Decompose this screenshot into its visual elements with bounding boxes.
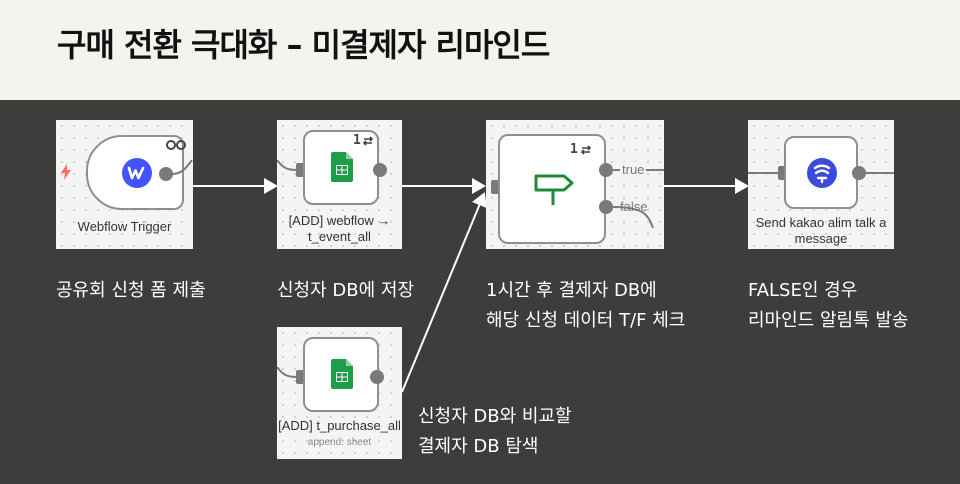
- connection-purchase-to-if: [401, 192, 487, 393]
- step3-description-line2: 해당 신청 데이터 T/F 체크: [486, 310, 686, 331]
- step1-description: 공유회 신청 폼 제출: [56, 280, 206, 301]
- step4-description-line1: FALSE인 경우: [748, 280, 858, 301]
- output-stub: [172, 160, 193, 175]
- sheet-event-output-port[interactable]: [373, 163, 387, 177]
- webflow-trigger-label: Webflow Trigger: [77, 219, 172, 234]
- sheet-purchase-input-port[interactable]: [296, 370, 304, 384]
- if-run-count: 1: [570, 142, 578, 157]
- if-true-label: true: [620, 162, 647, 177]
- kakao-node[interactable]: [784, 136, 858, 209]
- if-false-label: false: [620, 199, 648, 214]
- branch-lines: [613, 169, 664, 228]
- sheet-event-run-count: 1: [353, 133, 361, 148]
- google-sheets-icon: [331, 152, 353, 182]
- sheet-purchase-card: [ADD] t_purchase_all append: sheet: [277, 327, 402, 459]
- header-bar: 구매 전환 극대화 – 미결제자 리마인드: [0, 0, 960, 100]
- output-stub: [866, 172, 894, 174]
- step5-description-line1: 신청자 DB와 비교할: [418, 406, 572, 427]
- step4-description-line2: 리마인드 알림톡 발송: [748, 310, 909, 331]
- refresh-badge-icon: [362, 136, 374, 146]
- sheet-purchase-node[interactable]: [303, 337, 379, 412]
- kakao-output-port[interactable]: [852, 166, 866, 180]
- sheet-event-label-line2: t_event_all: [308, 229, 371, 244]
- signpost-icon: [534, 174, 574, 205]
- webflow-output-port[interactable]: [159, 167, 173, 181]
- kakao-card: Send kakao alim talk a message: [748, 120, 894, 249]
- step2-description: 신청자 DB에 저장: [277, 280, 415, 301]
- refresh-badge-icon: [580, 145, 592, 155]
- if-true-output-port[interactable]: [599, 163, 613, 177]
- kakao-label-line1: Send kakao alim talk a: [755, 215, 887, 230]
- step3-description-line1: 1시간 후 결제자 DB에: [486, 280, 657, 301]
- if-input-port[interactable]: [491, 180, 499, 194]
- kakao-input-port[interactable]: [778, 166, 786, 180]
- sheet-purchase-label: [ADD] t_purchase_all: [278, 418, 401, 433]
- link-badge-icon: [166, 140, 186, 150]
- input-stub: [748, 172, 780, 174]
- sheet-event-card: 1 [ADD] webflow → t_event_all: [277, 120, 402, 249]
- trigger-bolt-icon: [61, 164, 71, 180]
- input-stub: [277, 160, 298, 171]
- kakao-icon: [807, 158, 837, 188]
- webflow-icon: [122, 158, 152, 188]
- step5-description-line2: 결제자 DB 탐색: [418, 436, 539, 457]
- input-stub: [277, 367, 298, 378]
- sheet-event-input-port[interactable]: [296, 163, 304, 177]
- kakao-label-line2: message: [794, 231, 848, 246]
- google-sheets-icon: [331, 359, 353, 389]
- sheet-purchase-output-port[interactable]: [370, 370, 384, 384]
- webflow-trigger-card: Webflow Trigger: [56, 120, 193, 249]
- sheet-purchase-sublabel: append: sheet: [307, 437, 372, 448]
- page-title: 구매 전환 극대화 – 미결제자 리마인드: [57, 26, 550, 64]
- sheet-event-label-line1: [ADD] webflow →: [288, 213, 391, 228]
- if-card: 1 true false: [486, 120, 664, 249]
- if-false-output-port[interactable]: [599, 200, 613, 214]
